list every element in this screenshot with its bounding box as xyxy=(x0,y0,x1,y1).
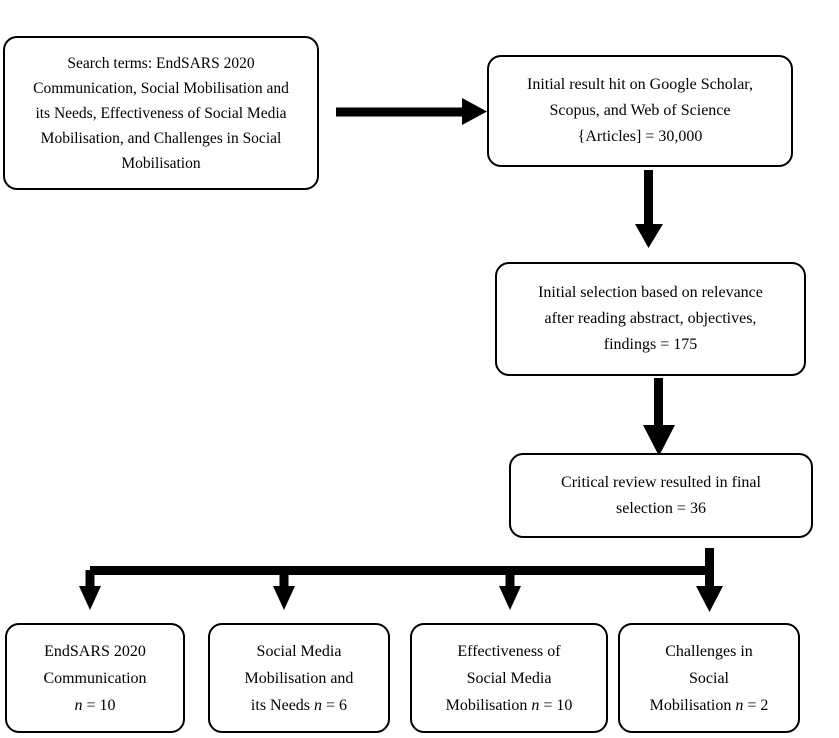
text-line: Social Media xyxy=(466,669,552,687)
box-outcome-challenges-social-mobilisation-text: Challenges in Social Mobilisation n = 2 xyxy=(650,638,769,719)
n-symbol: n xyxy=(735,696,744,714)
branch-bar xyxy=(90,566,714,575)
box-outcome-effectiveness-social-media: Effectiveness of Social Media Mobilisati… xyxy=(410,623,608,733)
text-line: Initial selection based on relevance xyxy=(538,284,763,301)
sample-size-line: its Needs n = 6 xyxy=(250,696,348,714)
arrow-branch-to-outcome-1-icon xyxy=(79,570,101,610)
sample-size-line: Mobilisation n = 2 xyxy=(649,696,769,714)
box-outcome-endsars-communication-text: EndSARS 2020 Communication n = 10 xyxy=(43,638,146,719)
n-symbol: n xyxy=(531,696,540,714)
box-initial-selection: Initial selection based on relevance aft… xyxy=(495,262,806,376)
text-line: findings = 175 xyxy=(603,336,698,353)
arrow-results-to-selection-icon xyxy=(635,170,663,248)
box-search-terms: Search terms: EndSARS 2020 Communication… xyxy=(3,36,319,190)
text-line: EndSARS 2020 xyxy=(44,642,146,660)
n-symbol: n xyxy=(74,696,83,714)
box-outcome-social-media-mobilisation-needs-text: Social Media Mobilisation and its Needs … xyxy=(245,638,354,719)
text-line: Social Media xyxy=(256,642,342,660)
box-search-terms-text: Search terms: EndSARS 2020 Communication… xyxy=(33,51,289,176)
box-initial-selection-text: Initial selection based on relevance aft… xyxy=(538,280,763,358)
text-line: {Articles] = 30,000 xyxy=(577,128,703,145)
box-critical-review: Critical review resulted in final select… xyxy=(509,453,813,538)
text-line: Effectiveness of xyxy=(457,642,561,660)
arrow-review-to-outcome-4-icon xyxy=(696,548,723,612)
n-symbol: n xyxy=(314,696,323,714)
arrow-selection-to-review-icon xyxy=(643,378,675,456)
text-line: Mobilisation, and Challenges in Social xyxy=(40,129,282,147)
text-line: Mobilisation and xyxy=(244,669,354,687)
sample-size-line: n = 10 xyxy=(74,696,116,714)
box-outcome-effectiveness-social-media-text: Effectiveness of Social Media Mobilisati… xyxy=(446,638,573,719)
box-outcome-social-media-mobilisation-needs: Social Media Mobilisation and its Needs … xyxy=(208,623,390,733)
text-line: Scopus, and Web of Science xyxy=(549,102,731,119)
text-line: after reading abstract, objectives, xyxy=(544,310,757,327)
text-line: selection = 36 xyxy=(616,499,706,517)
arrow-branch-to-outcome-3-icon xyxy=(499,570,521,610)
text-line: Critical review resulted in final xyxy=(561,473,761,491)
text-line: Social xyxy=(689,669,729,687)
arrow-branch-to-outcome-2-icon xyxy=(273,570,295,610)
box-outcome-challenges-social-mobilisation: Challenges in Social Mobilisation n = 2 xyxy=(618,623,800,733)
text-line: Communication xyxy=(43,669,147,687)
text-line: Challenges in xyxy=(665,642,753,660)
box-critical-review-text: Critical review resulted in final select… xyxy=(561,470,761,522)
text-line: Initial result hit on Google Scholar, xyxy=(527,76,753,93)
sample-size-line: Mobilisation n = 10 xyxy=(445,696,573,714)
arrow-search-to-results-icon xyxy=(336,98,487,125)
text-line: Communication, Social Mobilisation and xyxy=(33,79,289,97)
box-initial-results-text: Initial result hit on Google Scholar, Sc… xyxy=(527,72,753,150)
box-outcome-endsars-communication: EndSARS 2020 Communication n = 10 xyxy=(5,623,185,733)
text-line: its Needs, Effectiveness of Social Media xyxy=(35,104,287,122)
box-initial-results: Initial result hit on Google Scholar, Sc… xyxy=(487,55,793,167)
text-line: Mobilisation xyxy=(121,154,201,172)
text-line: Search terms: EndSARS 2020 xyxy=(67,54,255,72)
